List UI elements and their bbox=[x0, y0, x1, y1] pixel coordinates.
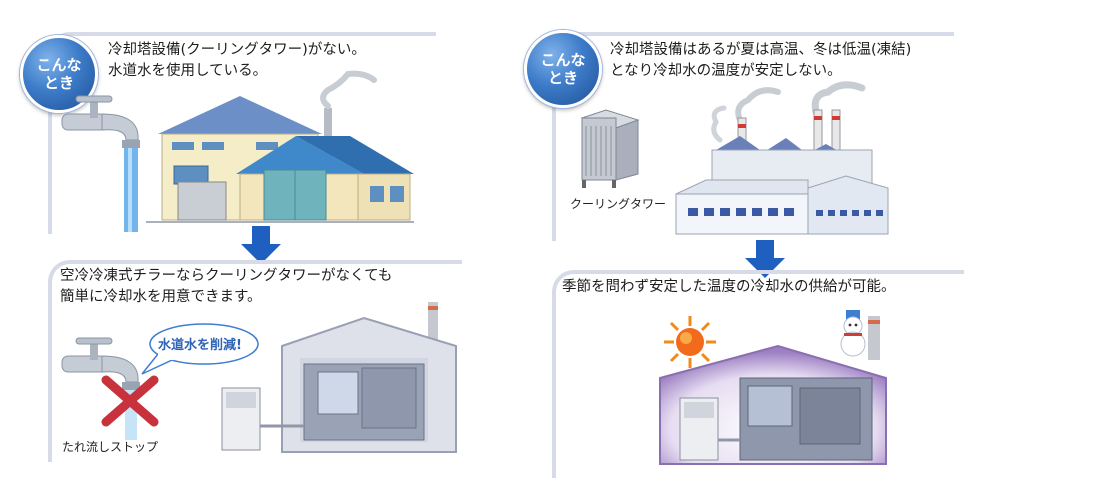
bubble-text: 水道水を削減! bbox=[158, 338, 242, 353]
left-top-frame bbox=[48, 32, 436, 234]
cooling-tower-illustration bbox=[580, 109, 640, 188]
left-solution-text: 空冷冷凍式チラーならクーリングタワーがなくても 簡単に冷却水を用意できます。 bbox=[60, 268, 393, 305]
factory-complex-illustration bbox=[675, 81, 889, 235]
right-solution-text: 季節を問わず安定した温度の冷却水の供給が可能。 bbox=[562, 279, 896, 295]
snowman-icon bbox=[840, 310, 866, 357]
factory-building-illustration bbox=[146, 70, 414, 223]
left-situation-badge: こんな とき bbox=[20, 35, 98, 113]
right-down-arrow-icon bbox=[745, 240, 785, 278]
cooling-tower-label: クーリングタワー bbox=[570, 197, 667, 211]
left-caption: たれ流しストップ bbox=[62, 440, 159, 454]
right-top-frame bbox=[552, 32, 954, 241]
left-room-chiller-illustration bbox=[221, 302, 457, 453]
right-situation-text: 冷却塔設備はあるが夏は高温、冬は低温(凍結) となり冷却水の温度が安定しない。 bbox=[610, 42, 912, 79]
left-down-arrow-icon bbox=[241, 226, 281, 264]
faucet-running-icon bbox=[61, 95, 140, 232]
right-room-chiller-illustration bbox=[659, 316, 887, 465]
reduce-water-bubble bbox=[141, 323, 259, 375]
right-badge-text: こんな とき bbox=[540, 51, 586, 87]
right-bottom-frame bbox=[552, 270, 964, 478]
right-situation-badge: こんな とき bbox=[524, 30, 602, 108]
left-badge-text: こんな とき bbox=[36, 56, 82, 92]
left-bottom-frame bbox=[48, 260, 462, 462]
left-situation-text: 冷却塔設備(クーリングタワー)がない。 水道水を使用している。 bbox=[108, 42, 366, 79]
sun-icon bbox=[664, 316, 716, 368]
cross-mark-icon bbox=[101, 375, 159, 427]
faucet-stopped-icon bbox=[61, 337, 140, 440]
